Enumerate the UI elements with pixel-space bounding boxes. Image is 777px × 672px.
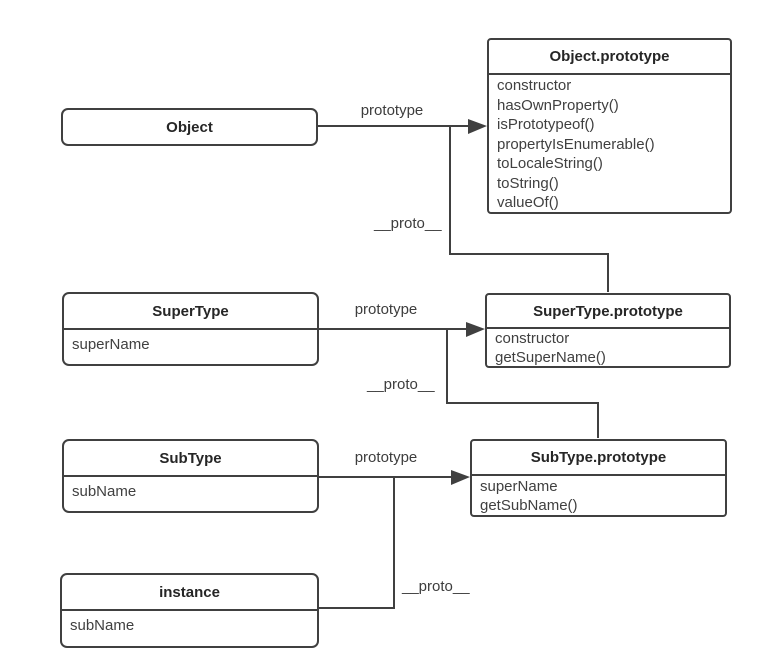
- node-supertype-members: superName: [64, 328, 317, 355]
- edge-label-prototype-object: prototype: [360, 102, 424, 119]
- node-supertype[interactable]: SuperType superName: [62, 292, 319, 366]
- edge-supertype-prototype-proto-to-object-prototype: [449, 126, 609, 292]
- arrowhead-icon: [466, 322, 485, 337]
- member-row: superName: [72, 336, 150, 353]
- member-row: getSuperName(): [495, 348, 606, 366]
- member-row: isPrototypeof(): [497, 116, 595, 133]
- node-supertype-title: SuperType: [152, 302, 229, 320]
- edge-instance-proto-to-subtype-prototype: [319, 477, 395, 609]
- member-row: constructor: [495, 330, 570, 347]
- node-instance-members: subName: [62, 609, 317, 636]
- edge-subtype-prototype-proto-to-supertype-prototype: [446, 329, 599, 438]
- member-row: toString(): [497, 174, 559, 192]
- node-subtype-title: SubType: [159, 449, 222, 467]
- node-subtype-prototype-members: superName getSubName(): [472, 474, 725, 515]
- node-supertype-prototype-members: constructor getSuperName(): [487, 327, 729, 367]
- member-row: hasOwnProperty(): [497, 96, 619, 114]
- node-instance[interactable]: instance subName: [60, 573, 319, 648]
- member-row: subName: [72, 483, 137, 500]
- edge-label-proto-instance: __proto__: [402, 578, 470, 595]
- member-row: toLocaleString(): [497, 155, 603, 172]
- node-subtype-prototype[interactable]: SubType.prototype superName getSubName(): [470, 439, 727, 517]
- member-row: valueOf(): [497, 194, 559, 211]
- node-subtype-members: subName: [64, 475, 317, 502]
- edge-label-proto-supertype-prototype: __proto__: [374, 215, 442, 232]
- arrowhead-icon: [451, 470, 470, 485]
- node-supertype-prototype[interactable]: SuperType.prototype constructor getSuper…: [485, 293, 731, 368]
- node-object-title: Object: [166, 118, 213, 136]
- node-instance-title: instance: [159, 583, 220, 601]
- arrowhead-icon: [468, 119, 487, 134]
- node-subtype[interactable]: SubType subName: [62, 439, 319, 513]
- member-row: superName: [480, 478, 558, 495]
- edge-label-prototype-supertype: prototype: [354, 301, 418, 318]
- node-subtype-prototype-title: SubType.prototype: [530, 449, 667, 466]
- member-row: propertyIsEnumerable(): [497, 135, 655, 153]
- node-object-prototype-members: constructor hasOwnProperty() isPrototype…: [489, 73, 730, 213]
- member-row: subName: [70, 617, 135, 634]
- node-object[interactable]: Object: [61, 108, 318, 146]
- edge-label-proto-subtype-prototype: __proto__: [367, 376, 435, 393]
- node-object-prototype-title: Object.prototype: [549, 48, 670, 65]
- member-row: getSubName(): [480, 497, 578, 514]
- member-row: constructor: [497, 77, 572, 94]
- node-supertype-prototype-title: SuperType.prototype: [533, 302, 683, 320]
- node-object-prototype[interactable]: Object.prototype constructor hasOwnPrope…: [487, 38, 732, 214]
- edge-label-prototype-subtype: prototype: [354, 449, 418, 466]
